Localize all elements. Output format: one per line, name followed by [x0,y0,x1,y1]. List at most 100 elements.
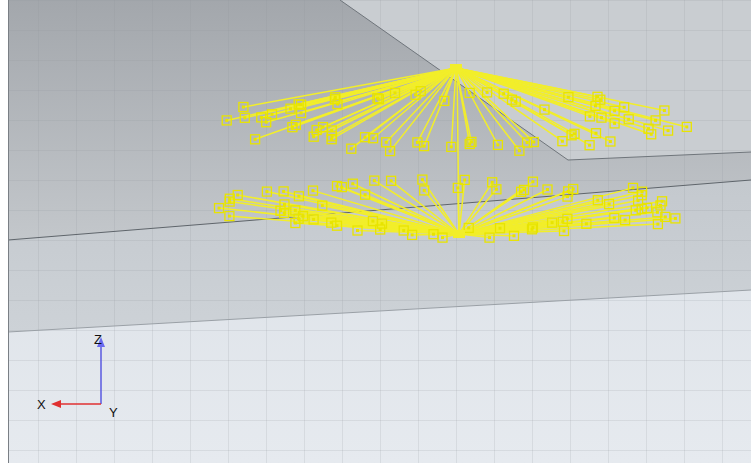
node-marker [515,146,524,155]
node-marker-dot [546,188,549,191]
node-marker [408,230,417,239]
node-marker [328,132,337,141]
rigid-spoke [272,68,456,114]
node-marker-dot [441,236,444,239]
mesh-grid [8,0,751,463]
node-marker-dot [608,203,611,206]
node-marker-dot [656,211,659,214]
node-marker-dot [613,217,616,220]
node-marker-dot [627,118,630,121]
rigid-spoke [243,68,456,107]
node-marker [464,223,473,232]
node-marker-dot [402,229,405,232]
node-marker-dot [243,116,246,119]
rigid-spoke [391,181,459,234]
node-marker-dot [495,188,498,191]
node-marker-dot [588,115,591,118]
rigid-spoke [230,199,459,234]
node-marker-dot [300,112,303,115]
node-marker [382,138,391,147]
node-marker-dot [609,140,612,143]
solid-edge [8,180,751,240]
node-marker [368,217,377,226]
node-marker [319,123,328,132]
node-marker-dot [321,204,324,207]
rigid-spoke [261,68,456,117]
node-marker-dot [351,182,354,185]
node-marker-dot [279,209,282,212]
node-marker-dot [650,133,653,136]
node-marker [331,93,340,102]
node-marker-dot [294,209,297,212]
node-marker [548,218,557,227]
rigid-spoke [313,191,459,234]
node-marker-dot [685,125,688,128]
node-marker [215,204,224,213]
node-marker [387,176,396,185]
node-marker-dot [496,143,499,146]
rigid-spoke [296,68,456,125]
node-marker-dot [236,194,239,197]
node-marker-dot [632,186,635,189]
rigid-spoke [459,208,647,234]
node-marker [378,219,387,228]
node-marker-dot [502,92,505,95]
node-marker-dot [423,145,426,148]
node-marker-dot [364,136,367,139]
axis-label: Y [109,406,118,420]
node-marker-dot [315,129,318,132]
node-marker-dot [416,141,419,144]
node-marker [671,214,680,223]
node-marker-dot [376,97,379,100]
node-marker-dot [265,190,268,193]
node-marker-dot [312,218,315,221]
rigid-spoke [456,68,687,127]
node-marker [634,196,643,205]
node-marker-dot [443,99,446,102]
node-marker [510,231,519,240]
node-marker-dot [289,107,292,110]
node-marker-dot [421,178,424,181]
node-marker [585,141,594,150]
node-marker [656,201,665,210]
node-marker-dot [297,103,300,106]
axis-label: X [37,398,46,412]
node-marker-dot [468,143,471,146]
node-marker-dot [456,186,459,189]
rigid-spoke [379,68,456,99]
node-marker [485,233,494,242]
node-marker [517,187,526,196]
node-marker-dot [381,222,384,225]
node-marker [309,132,318,141]
node-marker-dot [218,207,221,210]
node-marker [327,218,336,227]
node-marker [643,203,652,212]
node-marker [620,103,629,112]
node-marker-dot [372,137,375,140]
node-marker-dot [254,138,257,141]
node-marker-dot [271,113,274,116]
node-marker-dot [585,222,588,225]
node-marker-dot [228,197,231,200]
rigid-spoke [291,68,457,109]
node-marker [291,120,300,129]
node-marker [386,147,395,156]
node-marker-dot [228,215,231,218]
node-marker [606,137,615,146]
node-marker-dot [486,91,489,94]
node-marker-dot [283,203,286,206]
node-marker [582,219,591,228]
node-marker-dot [637,199,640,202]
rigid-spoke [299,68,456,104]
node-marker [399,226,408,235]
node-marker [591,101,600,110]
node-marker [297,100,306,109]
node-marker-dot [491,181,494,184]
node-marker [558,217,567,226]
rigid-spoke [314,68,456,137]
viewport-border [8,0,9,463]
x-axis [58,403,101,405]
node-marker [647,130,656,139]
node-marker-dot [667,129,670,132]
node-marker [540,105,549,114]
